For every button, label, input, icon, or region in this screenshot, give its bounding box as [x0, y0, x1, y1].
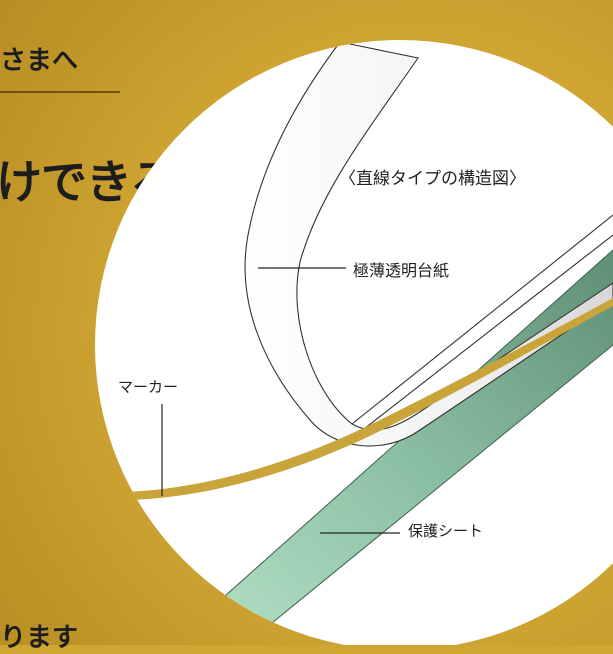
paper-edge-a	[351, 214, 613, 425]
diagram-circle	[95, 40, 613, 645]
sheet-label: 保護シート	[408, 522, 484, 540]
top-heading-fragment: さまへ	[0, 46, 79, 76]
diagram-title: 〈直線タイプの構造図〉	[339, 169, 526, 189]
sheet-edge-upper	[169, 249, 613, 645]
top-heading-rule	[0, 91, 120, 93]
marker-label: マーカー	[118, 378, 179, 396]
paper-edge-b	[359, 234, 613, 433]
paper-loop	[244, 41, 613, 447]
paper-label: 極薄透明台紙	[353, 261, 450, 280]
sheet-edge-lower	[244, 344, 613, 645]
